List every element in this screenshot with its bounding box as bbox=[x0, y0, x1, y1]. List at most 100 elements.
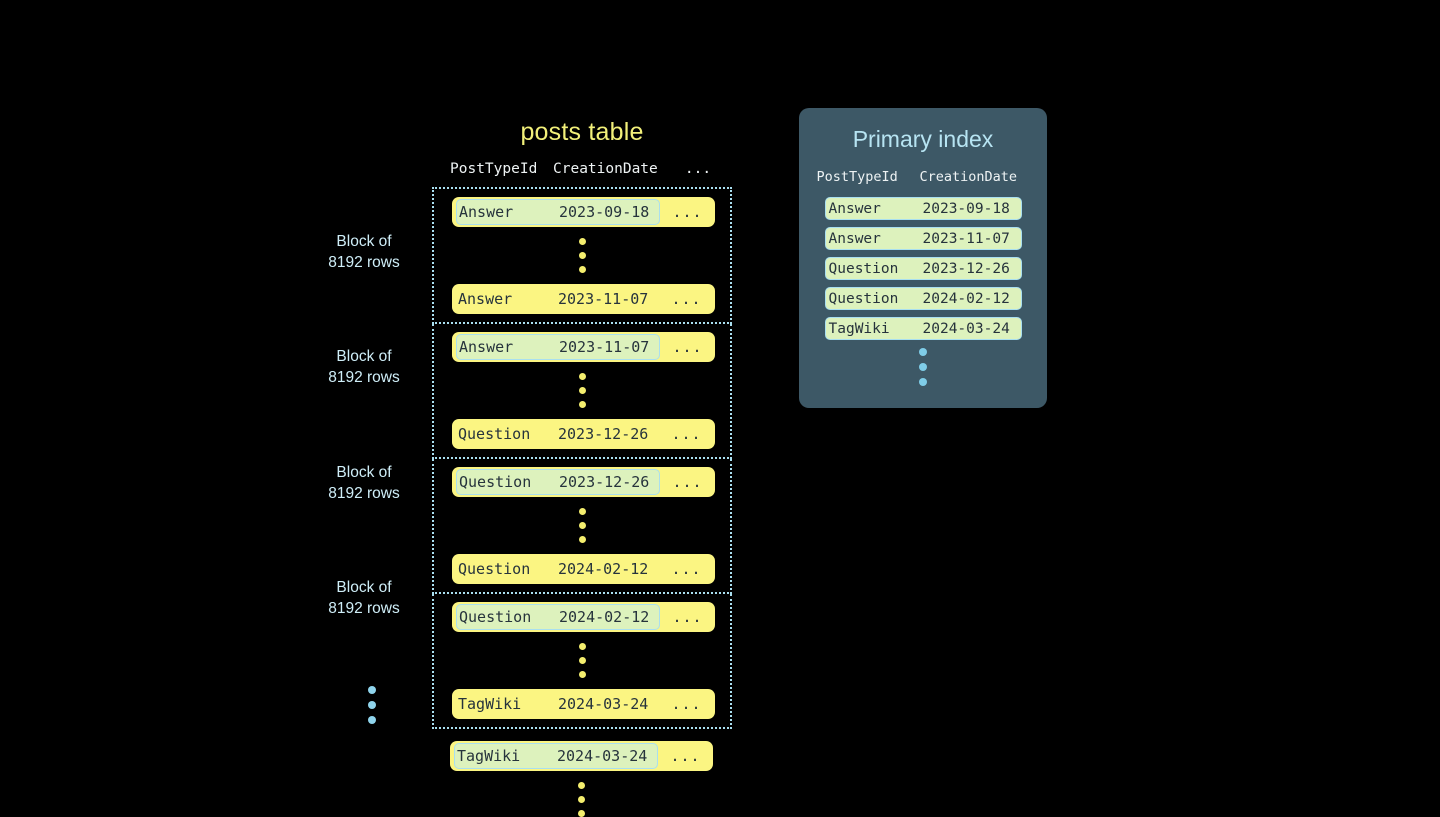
cell-creation-date: 2024-03-24 bbox=[558, 695, 649, 713]
block-labels-column: Block of 8192 rows Block of 8192 rows Bl… bbox=[212, 118, 424, 678]
cell-creation-date: 2023-09-18 bbox=[559, 203, 650, 221]
index-continuation-dots bbox=[799, 348, 1047, 386]
dot bbox=[578, 252, 586, 259]
cell-creation-date: 2024-03-24 bbox=[557, 747, 648, 765]
cell-rest: ... bbox=[672, 338, 703, 356]
index-row: Question 2024-02-12 bbox=[824, 287, 1022, 310]
index-row: Question 2023-12-26 bbox=[824, 257, 1022, 280]
cell-creation-date: 2023-11-07 bbox=[559, 338, 650, 356]
table-row: Question 2023-12-26 ... bbox=[452, 467, 715, 497]
cell-post-type-id: Answer bbox=[458, 290, 513, 308]
dot bbox=[368, 716, 376, 724]
dot bbox=[368, 701, 376, 709]
primary-index-title: Primary index bbox=[852, 126, 994, 152]
cell-creation-date: 2024-02-12 bbox=[559, 608, 650, 626]
cell-rest: ... bbox=[671, 695, 702, 713]
cell-rest: ... bbox=[671, 425, 702, 443]
cell-creation-date: 2023-12-26 bbox=[559, 473, 650, 491]
table-row: Question 2023-12-26 ... bbox=[452, 419, 715, 449]
dot bbox=[578, 238, 586, 245]
block-label-4-line2: 8192 rows bbox=[328, 600, 400, 617]
table-row: Answer 2023-09-18 ... bbox=[452, 197, 715, 227]
cell-post-type-id: TagWiki bbox=[458, 695, 522, 713]
primary-index-column-headers: PostTypeId CreationDate bbox=[799, 169, 1047, 185]
cell-rest: ... bbox=[670, 747, 701, 765]
cell-post-type-id: Answer bbox=[828, 230, 881, 247]
dot bbox=[368, 686, 376, 694]
dot bbox=[578, 373, 586, 380]
block-label-4: Block of 8192 rows bbox=[304, 577, 424, 619]
posts-table-column-headers: PostTypeId CreationDate ... bbox=[432, 161, 732, 177]
cell-rest: ... bbox=[672, 203, 703, 221]
cell-post-type-id: Question bbox=[459, 473, 532, 491]
cell-post-type-id: Question bbox=[828, 290, 899, 307]
block-label-2: Block of 8192 rows bbox=[304, 346, 424, 388]
dot bbox=[578, 782, 585, 789]
column-header-rest: ... bbox=[684, 161, 712, 177]
cell-creation-date: 2024-03-24 bbox=[922, 320, 1010, 337]
block-label-4-line1: Block of bbox=[336, 579, 392, 596]
dot bbox=[578, 536, 586, 543]
dot bbox=[578, 810, 585, 817]
table-row: Question 2024-02-12 ... bbox=[452, 554, 715, 584]
cell-post-type-id: TagWiki bbox=[828, 320, 890, 337]
posts-table: posts table PostTypeId CreationDate ... … bbox=[432, 118, 732, 817]
cell-rest: ... bbox=[671, 560, 702, 578]
rows-omitted-dots bbox=[434, 362, 730, 419]
cell-post-type-id: Question bbox=[828, 260, 899, 277]
row-key-cell: TagWiki 2024-03-24 bbox=[456, 691, 658, 717]
block-label-1: Block of 8192 rows bbox=[304, 231, 424, 273]
row-key-cell: Answer 2023-09-18 bbox=[456, 199, 660, 225]
index-row: TagWiki 2024-03-24 bbox=[824, 317, 1022, 340]
dot bbox=[578, 522, 586, 529]
block-label-1-line1: Block of bbox=[336, 233, 392, 250]
block-label-1-line2: 8192 rows bbox=[328, 254, 400, 271]
dot bbox=[578, 671, 586, 678]
dot bbox=[919, 363, 927, 371]
cell-rest: ... bbox=[672, 608, 703, 626]
dot bbox=[578, 387, 586, 394]
block-4: Question 2024-02-12 ... TagWiki 2024-03-24… bbox=[432, 594, 732, 729]
cell-rest: ... bbox=[672, 473, 703, 491]
cell-post-type-id: Question bbox=[458, 560, 531, 578]
cell-post-type-id: Answer bbox=[459, 203, 514, 221]
column-header-post-type-id: PostTypeId bbox=[816, 169, 898, 185]
row-key-cell: Question 2024-02-12 bbox=[456, 604, 660, 630]
dot bbox=[919, 348, 927, 356]
row-key-cell: Question 2023-12-26 bbox=[456, 469, 660, 495]
table-tail-dots bbox=[450, 782, 713, 817]
dot bbox=[919, 378, 927, 386]
posts-table-title: posts table bbox=[520, 118, 644, 146]
dot bbox=[578, 657, 586, 664]
cell-creation-date: 2023-12-26 bbox=[558, 425, 649, 443]
dot bbox=[578, 508, 586, 515]
cell-post-type-id: Question bbox=[459, 608, 532, 626]
dot bbox=[578, 401, 586, 408]
cell-creation-date: 2024-02-12 bbox=[922, 290, 1010, 307]
column-header-creation-date: CreationDate bbox=[919, 169, 1018, 185]
block-label-2-line1: Block of bbox=[336, 348, 392, 365]
row-key-cell: Question 2024-02-12 bbox=[456, 556, 658, 582]
block-3: Question 2023-12-26 ... Question 2024-02-1… bbox=[432, 459, 732, 594]
column-header-post-type-id: PostTypeId bbox=[450, 161, 538, 177]
cell-post-type-id: Question bbox=[458, 425, 531, 443]
cell-creation-date: 2023-12-26 bbox=[922, 260, 1010, 277]
cell-creation-date: 2024-02-12 bbox=[558, 560, 649, 578]
row-key-cell: Question 2023-12-26 bbox=[456, 421, 658, 447]
table-continuation-dots bbox=[368, 686, 376, 724]
cell-creation-date: 2023-09-18 bbox=[922, 200, 1010, 217]
block-label-3-line1: Block of bbox=[336, 464, 392, 481]
rows-omitted-dots bbox=[434, 632, 730, 689]
block-label-3: Block of 8192 rows bbox=[304, 462, 424, 504]
rows-omitted-dots bbox=[434, 497, 730, 554]
